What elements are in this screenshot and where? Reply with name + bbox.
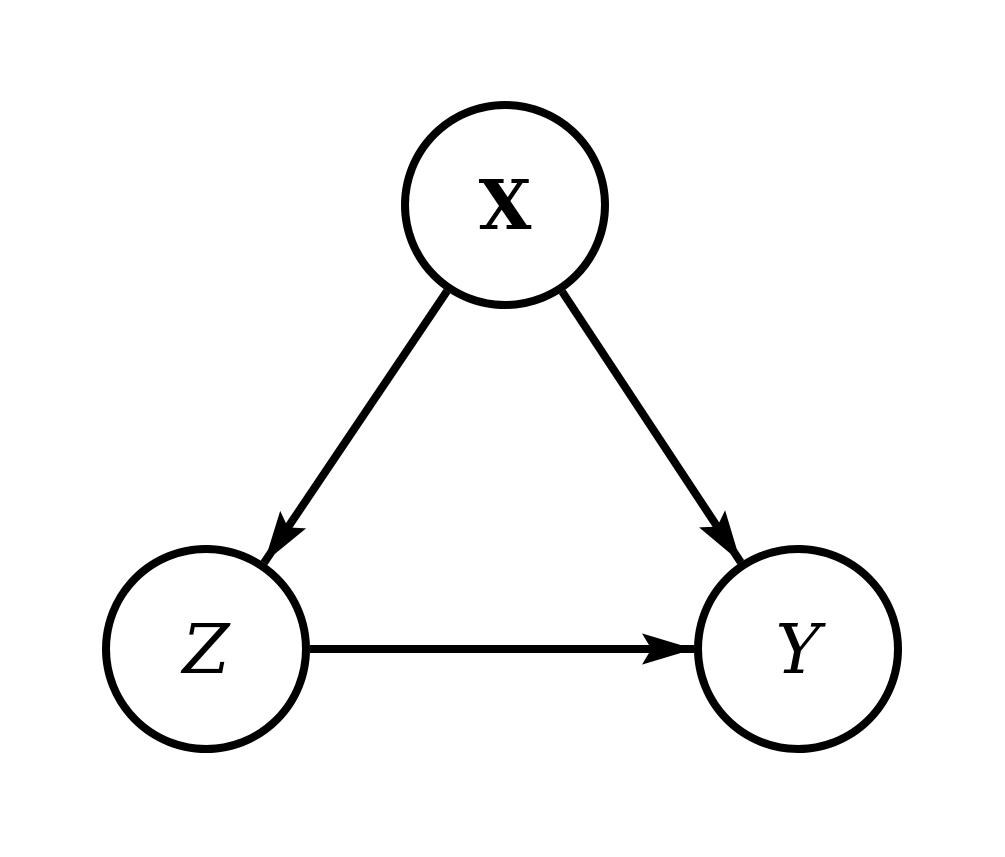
node-circle-z [102,545,310,753]
node-label-y: Y [776,611,827,690]
node-x: X [401,101,609,309]
node-circle-y [694,545,902,753]
node-label-x: X [479,166,532,246]
edge-x-y [558,289,745,565]
node-y: Y [694,545,902,753]
node-circle-x [401,101,609,309]
edge-x-z [260,289,451,565]
node-label-z: Z [180,611,231,690]
node-z: Z [102,545,310,753]
